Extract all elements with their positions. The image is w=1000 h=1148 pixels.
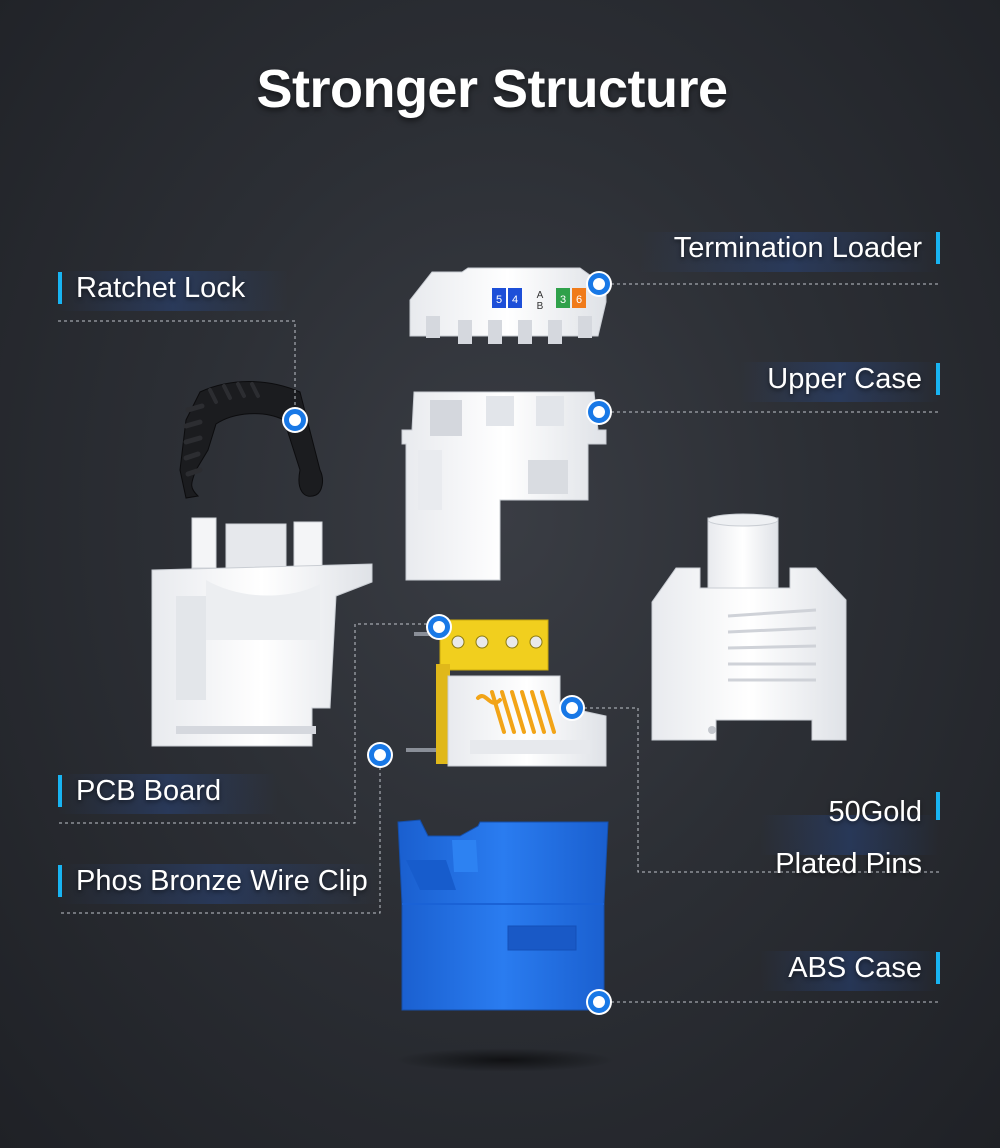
callout-dot-pcb-board[interactable]: [428, 616, 450, 638]
label-termination-loader: Termination Loader: [674, 230, 940, 266]
label-glow: [740, 362, 940, 402]
label-gold-pins: 50Gold Plated Pins: [775, 786, 940, 890]
label-pcb-board: PCB Board: [58, 773, 221, 809]
callout-dot-termination-loader[interactable]: [588, 273, 610, 295]
loader-orange-mark: [572, 288, 586, 308]
accent-bar: [58, 865, 62, 897]
loader-mark-text: B: [537, 301, 544, 312]
label-ratchet-lock: Ratchet Lock: [58, 270, 245, 306]
label-upper-case: Upper Case: [767, 361, 940, 397]
callout-dot-ratchet-lock[interactable]: [284, 409, 306, 431]
page-title: Stronger Structure: [256, 59, 728, 119]
abs-case-shadow: [395, 1048, 615, 1072]
callout-dot-upper-case[interactable]: [588, 401, 610, 423]
accent-bar: [58, 272, 62, 304]
callout-dot-gold-pins[interactable]: [561, 697, 583, 719]
ratchet-lock-part: [179, 381, 324, 499]
termination-loader-part: 5 4 A B 3 6: [409, 267, 607, 344]
right-housing-part: [651, 513, 847, 741]
loader-mark-text: A: [537, 290, 544, 301]
label-text: ABS Case: [788, 952, 922, 984]
loader-blue-mark: [492, 288, 506, 308]
abs-case-part: [397, 819, 609, 1011]
gold-plated-pins: [476, 690, 556, 734]
accent-bar: [936, 232, 940, 264]
label-text: PCB Board: [76, 775, 222, 807]
callout-dot-abs-case[interactable]: [588, 991, 610, 1013]
label-text: Termination Loader: [673, 232, 922, 264]
accent-bar: [936, 792, 940, 820]
label-text: Plated Pins: [775, 848, 922, 880]
label-text: Upper Case: [767, 363, 922, 395]
label-glow: [58, 864, 378, 904]
pcb-board-part: [406, 619, 607, 767]
label-text: 50Gold: [828, 796, 922, 828]
label-glow: [58, 271, 288, 311]
label-glow: [760, 815, 940, 855]
label-glow: [640, 232, 940, 272]
accent-bar: [936, 952, 940, 984]
loader-blue-mark: [508, 288, 522, 308]
loader-mark-text: 6: [576, 294, 582, 306]
upper-case-part: [401, 391, 607, 581]
label-glow: [760, 951, 940, 991]
label-glow: [58, 774, 278, 814]
label-text: Ratchet Lock: [76, 272, 246, 304]
accent-bar: [58, 775, 62, 807]
loader-mark-text: 5: [496, 294, 502, 306]
label-phos-bronze: Phos Bronze Wire Clip: [58, 863, 368, 899]
leader-lines: [58, 283, 940, 1003]
label-text: Phos Bronze Wire Clip: [76, 865, 368, 897]
loader-green-mark: [556, 288, 570, 308]
loader-mark-text: 4: [512, 294, 518, 306]
left-housing-part: [151, 517, 373, 747]
accent-bar: [936, 363, 940, 395]
callout-dot-phos-bronze[interactable]: [369, 744, 391, 766]
label-abs-case: ABS Case: [788, 950, 940, 986]
loader-mark-text: 3: [560, 294, 566, 306]
